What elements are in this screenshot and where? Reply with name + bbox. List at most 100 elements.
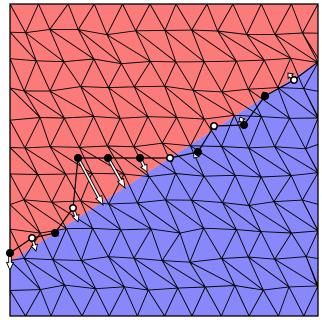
mesh-edge: [217, 30, 237, 62]
mesh-edge: [248, 147, 262, 178]
mesh-edge: [289, 118, 306, 150]
mesh-edge: [260, 231, 276, 260]
mesh-edge: [221, 146, 249, 149]
mesh-edge: [164, 287, 179, 317]
mesh-edge: [91, 173, 110, 205]
mesh-edge: [120, 228, 152, 231]
mesh-edge: [247, 256, 264, 291]
mesh-edge: [175, 173, 205, 177]
mesh-edge: [9, 58, 37, 62]
mesh-edge: [247, 89, 262, 117]
mesh-edge: [165, 199, 181, 234]
mesh-edge: [93, 58, 109, 88]
mesh-edge: [221, 60, 237, 93]
mesh-edge: [177, 287, 193, 317]
mesh-edge: [106, 34, 151, 62]
mesh-edge: [274, 256, 307, 260]
mesh-edge: [124, 286, 149, 291]
mesh-edge: [190, 200, 205, 229]
mesh-edge: [24, 146, 51, 149]
mesh-edge: [49, 3, 69, 30]
mesh-edge: [301, 199, 319, 231]
mesh-edge: [234, 285, 250, 317]
mesh-edge: [234, 285, 264, 291]
mesh-edge: [175, 173, 192, 201]
mesh-edge: [291, 232, 307, 257]
mesh-edge: [49, 61, 65, 92]
mesh-edge: [274, 146, 292, 176]
interface-node: [50, 228, 60, 238]
mesh-edge: [9, 228, 25, 259]
mesh-edge: [9, 87, 25, 92]
mesh-edge: [136, 176, 150, 203]
mesh-edge: [93, 116, 108, 147]
mesh-edge: [52, 228, 67, 260]
mesh-edge: [191, 29, 237, 62]
mesh-edge: [80, 200, 109, 205]
mesh-edge: [108, 256, 125, 288]
mesh-edge: [107, 145, 150, 177]
mesh-edge: [165, 199, 204, 229]
mesh-edge: [235, 60, 249, 90]
mesh-edge: [52, 259, 65, 286]
mesh-edge: [232, 3, 248, 35]
mesh-edge: [67, 3, 79, 30]
interface-node: [166, 154, 175, 163]
mesh-edge: [221, 91, 262, 117]
mesh-edge: [305, 117, 319, 149]
mesh-edge: [274, 232, 292, 260]
interface-node: [27, 234, 36, 243]
mesh-edge: [133, 61, 151, 88]
mesh-edge: [25, 32, 37, 61]
mesh-edge: [63, 117, 80, 148]
mesh-edge: [23, 199, 67, 230]
triangle-mesh: [9, 3, 319, 317]
mesh-edge: [106, 118, 121, 147]
mesh-edge: [191, 286, 206, 317]
mesh-edge: [234, 114, 262, 118]
mesh-edge: [49, 90, 65, 119]
interface-node: [260, 91, 270, 101]
mesh-edge: [52, 259, 96, 290]
mesh-edge: [217, 30, 247, 35]
mesh-edge: [23, 199, 41, 234]
mesh-edge: [190, 118, 205, 147]
mesh-edge: [149, 3, 166, 31]
mesh-edge: [49, 29, 95, 60]
mesh-edge: [305, 148, 319, 173]
mesh-edge: [108, 256, 135, 259]
mesh-edge: [260, 231, 292, 234]
mesh-edge: [108, 203, 152, 230]
mesh-edge: [191, 29, 205, 62]
mesh-edge: [133, 86, 149, 117]
mesh-edge: [290, 3, 303, 34]
mesh-edge: [108, 87, 149, 118]
mesh-edge: [274, 258, 319, 287]
mesh-edge: [24, 147, 39, 175]
mesh-edge: [63, 58, 94, 63]
displacement-arrow: [106, 156, 126, 190]
mesh-edge: [77, 29, 122, 65]
mesh-edge: [261, 116, 290, 119]
mesh-edge: [64, 284, 96, 290]
mesh-edge: [78, 116, 95, 148]
mesh-edge: [9, 173, 38, 175]
mesh-edge: [164, 30, 205, 63]
mesh-edge: [247, 231, 262, 258]
mesh-edge: [246, 34, 265, 61]
mesh-edge: [80, 260, 97, 289]
mesh-edge: [303, 62, 319, 89]
mesh-edge: [50, 284, 65, 317]
mesh-edge: [261, 175, 292, 178]
mesh-edge: [273, 201, 319, 232]
mesh-edge: [189, 261, 236, 286]
mesh-edge: [291, 230, 319, 234]
mesh-edge: [147, 116, 163, 144]
mesh-edge: [204, 114, 235, 120]
mesh-edge: [95, 286, 125, 290]
mesh-edge: [306, 256, 319, 260]
mesh-edge: [147, 116, 177, 118]
mesh-edge: [107, 229, 122, 257]
mesh-edge: [176, 117, 191, 146]
